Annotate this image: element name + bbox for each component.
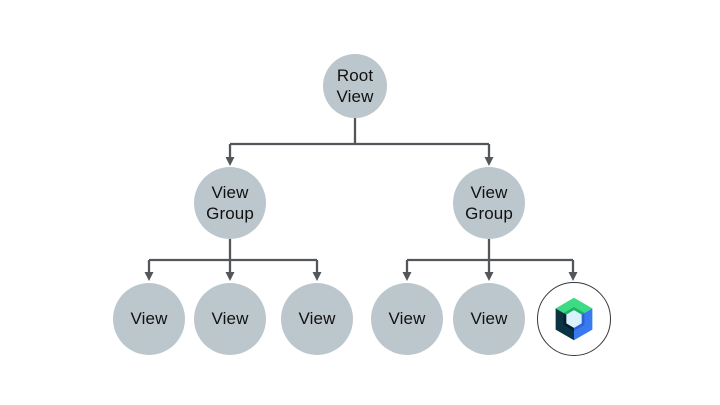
node-label: View [470,309,508,329]
node-view: View [113,283,185,355]
node-view: View [194,283,266,355]
connector-left-group-to-views [147,239,319,273]
arrowhead-icon [225,157,235,166]
node-root-view: Root View [323,54,387,118]
jetpack-compose-logo-icon [555,297,593,341]
node-label: View [388,309,426,329]
arrowhead-icon [402,272,412,281]
node-label: View [211,309,249,329]
connector-root-to-groups [228,118,491,158]
node-view: View [281,283,353,355]
arrowhead-icon [484,272,494,281]
arrowhead-icon [144,272,154,281]
node-view-group-left: View Group [194,167,266,239]
node-label: View Group [465,182,513,223]
arrowhead-icon [568,272,578,281]
node-label: View [130,309,168,329]
node-label: View Group [206,182,254,223]
arrowhead-icon [312,272,322,281]
connector-right-group-to-views [405,239,575,273]
node-view: View [453,283,525,355]
node-view-group-right: View Group [453,167,525,239]
arrowhead-icon [225,272,235,281]
node-label: Root View [336,65,374,106]
arrowhead-icon [484,157,494,166]
node-compose-logo [537,282,611,356]
node-view: View [371,283,443,355]
node-label: View [298,309,336,329]
